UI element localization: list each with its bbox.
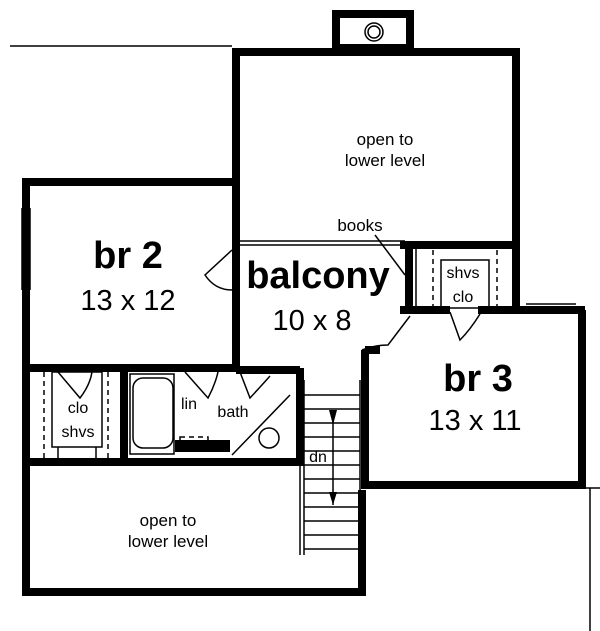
arrow-head [329, 492, 337, 505]
br3-name: br 3 [443, 358, 513, 400]
open-upper-label: open to [357, 130, 414, 149]
chimney [332, 10, 414, 52]
closet-right-name: clo [453, 289, 474, 306]
open-lower-label: open to [140, 511, 197, 530]
closet-left-name: clo [68, 400, 89, 417]
br3-size: 13 x 11 [429, 405, 522, 437]
flue-inner [367, 25, 381, 39]
stairs [299, 380, 361, 555]
br2-name: br 2 [93, 235, 163, 277]
flue-icon [364, 22, 384, 42]
doors [57, 249, 481, 400]
br2-size: 13 x 12 [80, 285, 175, 317]
toilet-icon [258, 427, 280, 449]
window [526, 303, 576, 309]
stairs-label: dn [309, 449, 327, 466]
arrow-head [329, 410, 337, 425]
closet-right-shelves: shvs [447, 265, 480, 282]
window [21, 208, 31, 290]
shower-wall [231, 394, 291, 456]
linen-label: lin [181, 396, 197, 413]
balcony-size: 10 x 8 [273, 305, 352, 337]
tub-surround [129, 373, 175, 455]
walls [22, 48, 586, 596]
bath-label: bath [217, 404, 248, 421]
closet-shelving [43, 248, 498, 460]
vanity [175, 440, 230, 452]
bathtub [132, 377, 174, 449]
closet-left-shelves: shvs [62, 424, 95, 441]
sink [179, 436, 209, 448]
books-label: books [337, 216, 382, 235]
open-upper-label: lower level [345, 151, 425, 170]
balcony-name: balcony [246, 255, 390, 297]
books-leader [374, 234, 406, 276]
open-lower-label: lower level [128, 532, 208, 551]
balcony-railing [238, 240, 405, 246]
